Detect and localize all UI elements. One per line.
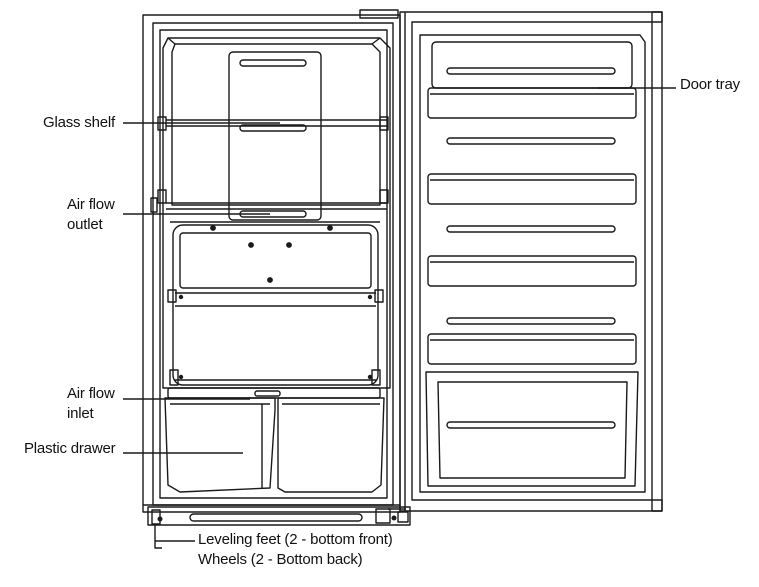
- inner-liner: [162, 37, 391, 389]
- leveling-foot-icon: [154, 525, 162, 549]
- door-tray-2: [427, 137, 637, 205]
- lower-compartment: [167, 224, 384, 386]
- label-air-flow-inlet: Air flow inlet: [67, 384, 115, 424]
- plastic-drawer-left: [164, 397, 276, 493]
- label-wheels: Wheels (2 - Bottom back): [198, 551, 363, 568]
- door-tray-1: [427, 41, 637, 119]
- label-glass-shelf: Glass shelf: [43, 114, 115, 131]
- label-air-flow-inlet-line1: Air flow: [67, 385, 115, 402]
- shelf-bracket: [170, 221, 380, 231]
- door-bin-bottom: [425, 371, 639, 487]
- label-air-flow-outlet-line2: outlet: [67, 216, 103, 233]
- label-door-tray: Door tray: [680, 76, 740, 93]
- air-inlet: [167, 387, 381, 399]
- door: [399, 11, 663, 512]
- glass-shelf-middle: [150, 189, 389, 213]
- label-air-flow-inlet-line2: inlet: [67, 405, 94, 422]
- label-plastic-drawer: Plastic drawer: [24, 440, 116, 457]
- callout-lines: [123, 87, 676, 542]
- label-air-flow-outlet-line1: Air flow: [67, 196, 115, 213]
- label-leveling-feet: Leveling feet (2 - bottom front): [198, 531, 393, 548]
- base-plate: [147, 506, 411, 526]
- label-air-flow-outlet: Air flow outlet: [67, 195, 115, 235]
- air-duct-panel: [228, 51, 322, 221]
- plastic-drawer-right: [277, 397, 385, 493]
- cabinet: [142, 9, 401, 513]
- door-tray-3: [427, 225, 637, 287]
- door-tray-4: [427, 317, 637, 365]
